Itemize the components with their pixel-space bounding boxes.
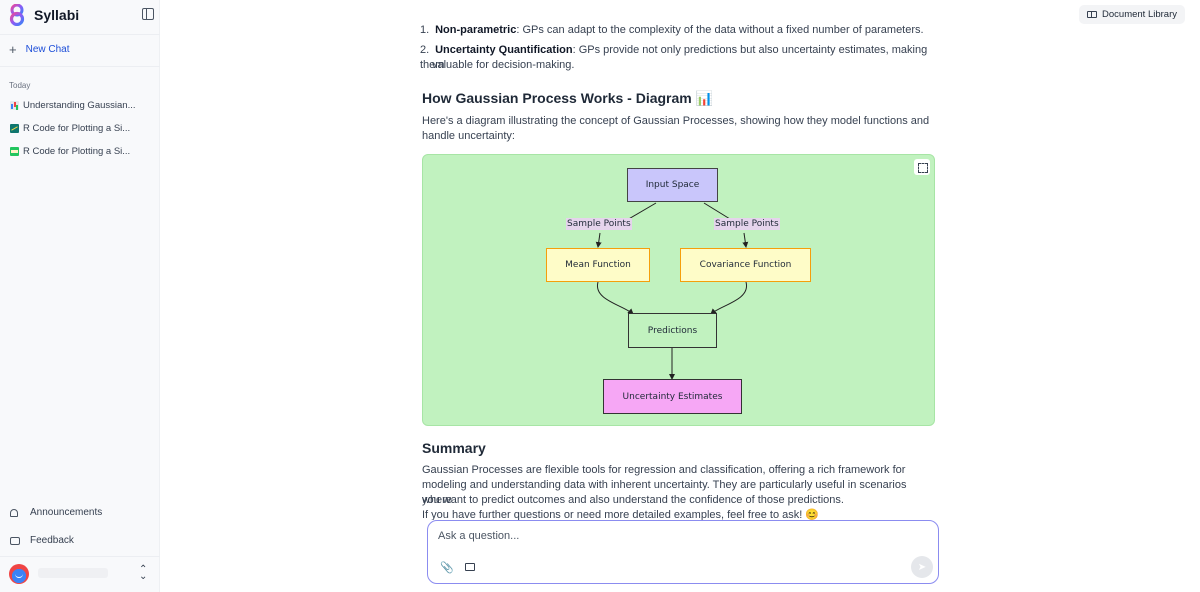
list-number: 1. xyxy=(420,24,430,36)
node-input-space: Input Space xyxy=(627,168,718,202)
edge-label-to-mean xyxy=(595,232,602,248)
chart-line-icon xyxy=(10,124,19,133)
list-item-continuation: valuable for decision-making. xyxy=(432,59,575,71)
node-predictions: Predictions xyxy=(628,313,717,348)
diagram-intro-line: Here's a diagram illustrating the concep… xyxy=(422,115,930,127)
list-term: Non-parametric xyxy=(435,24,517,36)
edge-label-sample-points: Sample Points xyxy=(714,218,780,230)
bell-icon xyxy=(10,508,18,517)
sidebar-divider xyxy=(0,556,160,557)
message-icon xyxy=(10,536,20,545)
expand-icon[interactable] xyxy=(914,159,930,175)
diagram-intro-line: handle uncertainty: xyxy=(422,130,515,142)
announcements-label: Announcements xyxy=(30,507,103,518)
chat-history-label: Understanding Gaussian... xyxy=(23,100,136,111)
node-covariance-function: Covariance Function xyxy=(680,248,811,282)
chat-history-label: R Code for Plotting a Si... xyxy=(23,146,131,157)
question-input[interactable]: Ask a question... xyxy=(438,530,520,542)
sidebar-toggle-icon[interactable] xyxy=(142,8,154,20)
avatar[interactable] xyxy=(9,564,29,584)
brand[interactable]: Syllabi xyxy=(7,4,79,26)
list-number: 2. xyxy=(420,44,430,56)
paperclip-icon[interactable]: 📎 xyxy=(440,562,454,574)
feedback-label: Feedback xyxy=(30,535,74,546)
list-text: : GPs provide not only predictions but a… xyxy=(420,44,928,71)
diagram-edges xyxy=(595,202,749,380)
new-chat-label: New Chat xyxy=(25,44,70,55)
summary-heading: Summary xyxy=(422,440,486,456)
syllabi-logo-icon xyxy=(9,4,25,26)
summary-line: Gaussian Processes are flexible tools fo… xyxy=(422,464,906,476)
chat-composer: Ask a question... 📎 ➤ xyxy=(427,520,939,584)
user-name-redacted xyxy=(38,568,108,578)
bar-chart-icon xyxy=(10,101,19,110)
node-uncertainty-estimates: Uncertainty Estimates xyxy=(603,379,742,414)
list-text: : GPs can adapt to the complexity of the… xyxy=(516,24,924,36)
sidebar-divider xyxy=(0,66,160,67)
list-item: 1. Non-parametric: GPs can adapt to the … xyxy=(420,23,940,38)
edge-label-to-covariance xyxy=(742,232,749,248)
announcements-link[interactable]: Announcements xyxy=(9,507,102,518)
diagram-heading: How Gaussian Process Works - Diagram 📊 xyxy=(422,90,714,106)
edge-mean-to-predictions xyxy=(597,281,634,315)
sidebar: Syllabi + New Chat Today Understanding G… xyxy=(0,0,160,592)
chat-history-item[interactable]: Understanding Gaussian... xyxy=(10,100,135,111)
section-today-label: Today xyxy=(9,81,31,90)
summary-line: you want to predict outcomes and also un… xyxy=(422,494,844,506)
chat-history-label: R Code for Plotting a Si... xyxy=(23,123,131,134)
chevron-updown-icon[interactable]: ⌃⌄ xyxy=(139,564,148,582)
chat-history-item[interactable]: R Code for Plotting a Si... xyxy=(10,123,130,134)
send-button[interactable]: ➤ xyxy=(911,556,933,578)
folder-icon[interactable] xyxy=(465,563,475,571)
book-icon xyxy=(1087,11,1098,18)
sidebar-divider xyxy=(0,34,160,35)
app-name: Syllabi xyxy=(34,7,80,23)
plus-icon: + xyxy=(9,42,17,57)
gaussian-process-diagram: Input Space Sample Points Sample Points … xyxy=(422,154,935,426)
edge-label-sample-points: Sample Points xyxy=(566,218,632,230)
summary-line: If you have further questions or need mo… xyxy=(422,509,820,520)
document-library-label: Document Library xyxy=(1102,9,1177,20)
edge-covariance-to-predictions xyxy=(710,281,747,315)
feedback-link[interactable]: Feedback xyxy=(9,535,74,546)
node-mean-function: Mean Function xyxy=(546,248,650,282)
new-chat-button[interactable]: + New Chat xyxy=(9,43,70,56)
image-icon xyxy=(10,147,19,156)
chat-history-item[interactable]: R Code for Plotting a Si... xyxy=(10,146,130,157)
summary-line: modeling and understanding data with inh… xyxy=(422,479,907,506)
list-term: Uncertainty Quantification xyxy=(435,44,573,56)
document-library-button[interactable]: Document Library xyxy=(1079,5,1185,24)
list-item: 2. Uncertainty Quantification: GPs provi… xyxy=(420,43,940,73)
